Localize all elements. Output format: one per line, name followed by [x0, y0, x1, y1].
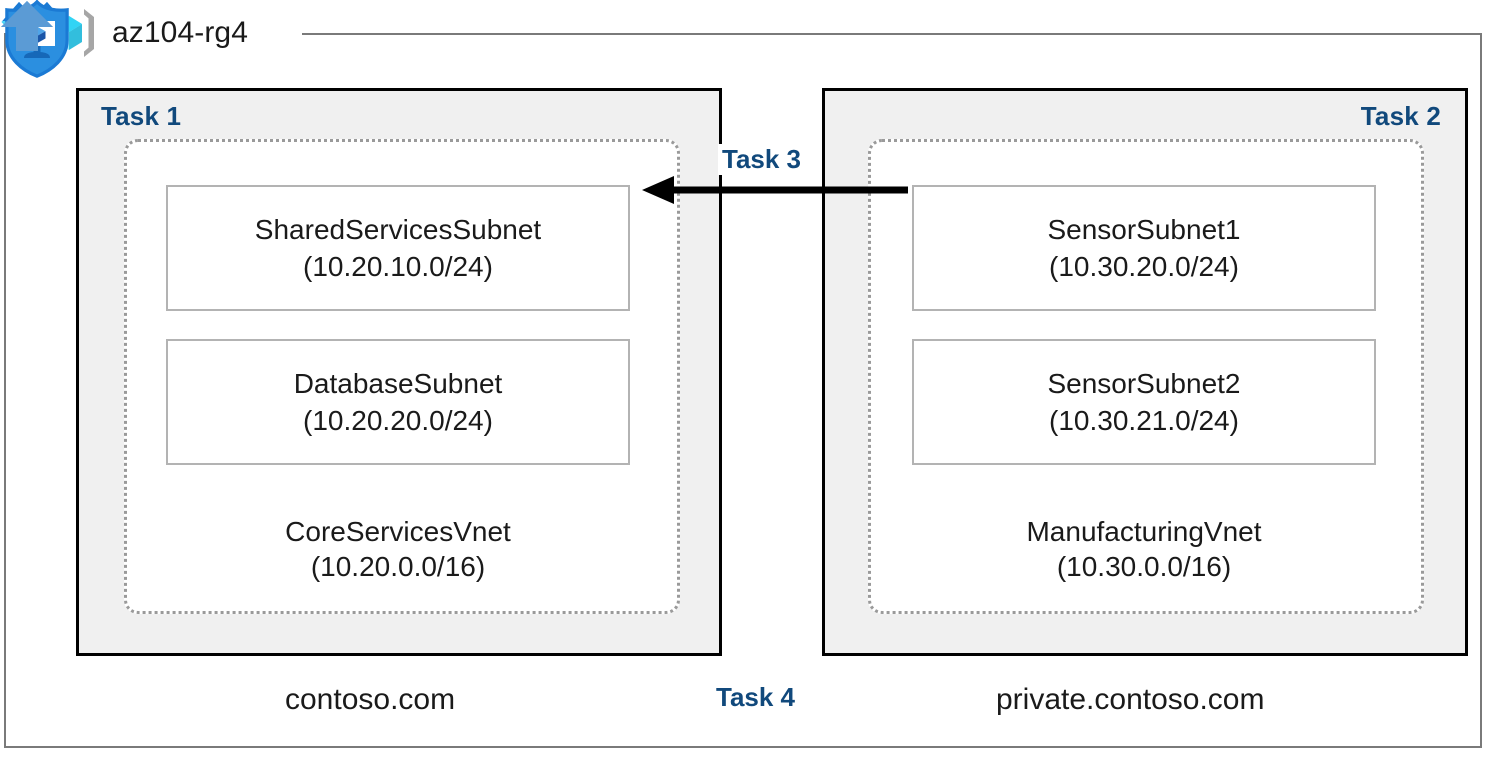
- subnet-cidr: (10.20.20.0/24): [303, 405, 493, 436]
- task-2-label: Task 2: [1360, 101, 1441, 131]
- subnet-databasesubnet: DatabaseSubnet (10.20.20.0/24): [166, 339, 630, 465]
- coreservicesvnet-caption: CoreServicesVnet (10.20.0.0/16): [166, 514, 630, 584]
- manufacturingvnet-caption: ManufacturingVnet (10.30.0.0/16): [912, 514, 1376, 584]
- task-4-label: Task 4: [716, 682, 796, 712]
- task-1-label: Task 1: [101, 101, 182, 131]
- subnet-sensorsubnet2: SensorSubnet2 (10.30.21.0/24): [912, 339, 1376, 465]
- peering-arrow-icon: [640, 170, 910, 210]
- dns-zone-contoso: contoso.com: [285, 683, 456, 716]
- vnet-name: ManufacturingVnet: [1026, 516, 1262, 547]
- vnet-cidr: (10.20.0.0/16): [310, 551, 486, 582]
- dns-zone-private-contoso: private.contoso.com: [996, 683, 1265, 716]
- subnet-cidr: (10.20.10.0/24): [303, 251, 493, 282]
- subnet-name: DatabaseSubnet: [293, 368, 503, 399]
- subnet-name: SensorSubnet1: [1047, 214, 1241, 245]
- subnet-sharedservicessubnet: SharedServicesSubnet (10.20.10.0/24): [166, 185, 630, 311]
- resource-group-boundary: [4, 33, 1482, 748]
- vnet-cidr: (10.30.0.0/16): [1056, 551, 1232, 582]
- task-3-label: Task 3: [718, 144, 806, 175]
- resource-group-name: az104-rg4: [112, 16, 248, 49]
- vnet-name: CoreServicesVnet: [285, 516, 511, 547]
- subnet-name: SensorSubnet2: [1047, 368, 1241, 399]
- subnet-sensorsubnet1: SensorSubnet1 (10.30.20.0/24): [912, 185, 1376, 311]
- subnet-name: SharedServicesSubnet: [254, 214, 542, 245]
- subnet-cidr: (10.30.21.0/24): [1049, 405, 1239, 436]
- subnet-cidr: (10.30.20.0/24): [1049, 251, 1239, 282]
